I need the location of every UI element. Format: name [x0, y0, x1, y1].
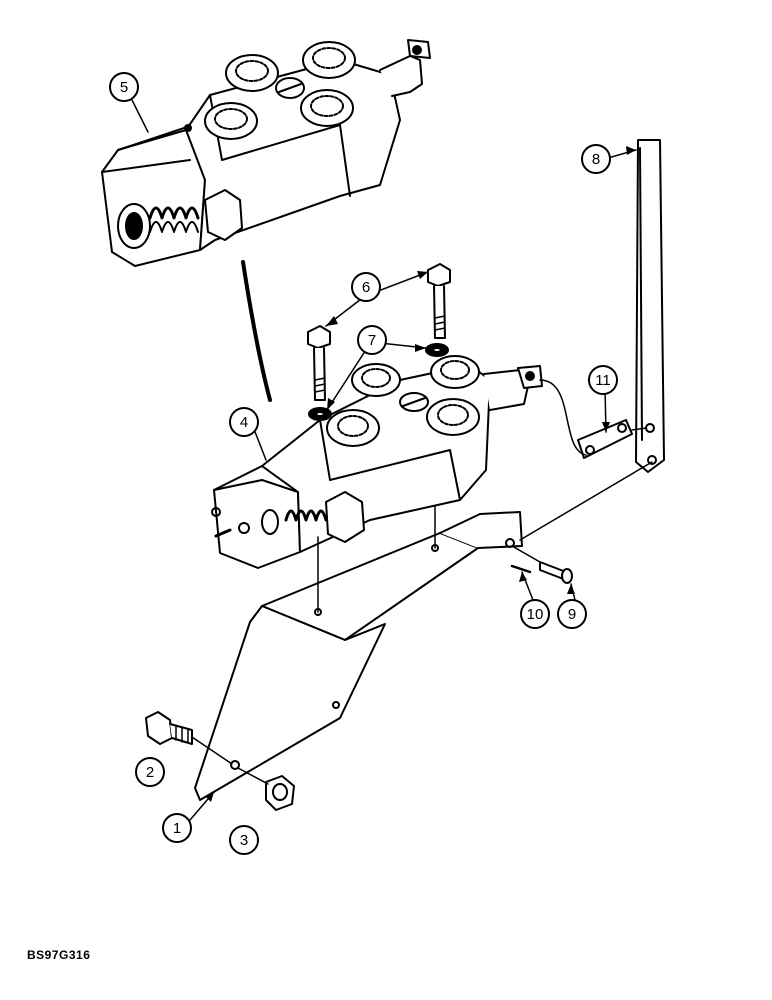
callout-1-label: 1 [173, 820, 181, 837]
callout-arrowheads [206, 146, 636, 802]
bolt-part-2 [145, 711, 233, 765]
callout-7: 7 [357, 325, 387, 355]
callout-8: 8 [581, 144, 611, 174]
control-lever-part-8 [635, 139, 665, 473]
figure-code: BS97G316 [27, 948, 91, 962]
callout-6: 6 [351, 272, 381, 302]
callout-2-label: 2 [146, 764, 154, 781]
pin-part-9 [511, 545, 573, 584]
callout-3: 3 [229, 825, 259, 855]
callout-5-label: 5 [120, 79, 128, 96]
callout-9: 9 [557, 599, 587, 629]
nut-part-3 [237, 767, 295, 811]
callout-2: 2 [135, 757, 165, 787]
callout-6-label: 6 [362, 279, 370, 296]
valve-detail-part-5 [101, 39, 431, 267]
callout-4-label: 4 [240, 414, 248, 431]
callout-8-label: 8 [592, 151, 600, 168]
valve-bolts-part-6 [307, 263, 451, 401]
callout-11-label: 11 [595, 372, 611, 389]
callout-7-label: 7 [368, 332, 376, 349]
mounting-bracket-part-1 [194, 505, 523, 801]
callout-10-label: 10 [527, 606, 544, 623]
control-valve-part-4 [211, 355, 543, 569]
cotter-pin-part-10 [510, 564, 532, 574]
callout-11: 11 [588, 365, 618, 395]
callout-10: 10 [520, 599, 550, 629]
lock-washers-part-7 [308, 343, 449, 421]
link-part-11 [519, 379, 653, 541]
callout-4: 4 [229, 407, 259, 437]
detail-leader-curve [241, 260, 272, 402]
callout-3-label: 3 [240, 832, 248, 849]
callout-9-label: 9 [568, 606, 576, 623]
callout-5: 5 [109, 72, 139, 102]
callout-1: 1 [162, 813, 192, 843]
